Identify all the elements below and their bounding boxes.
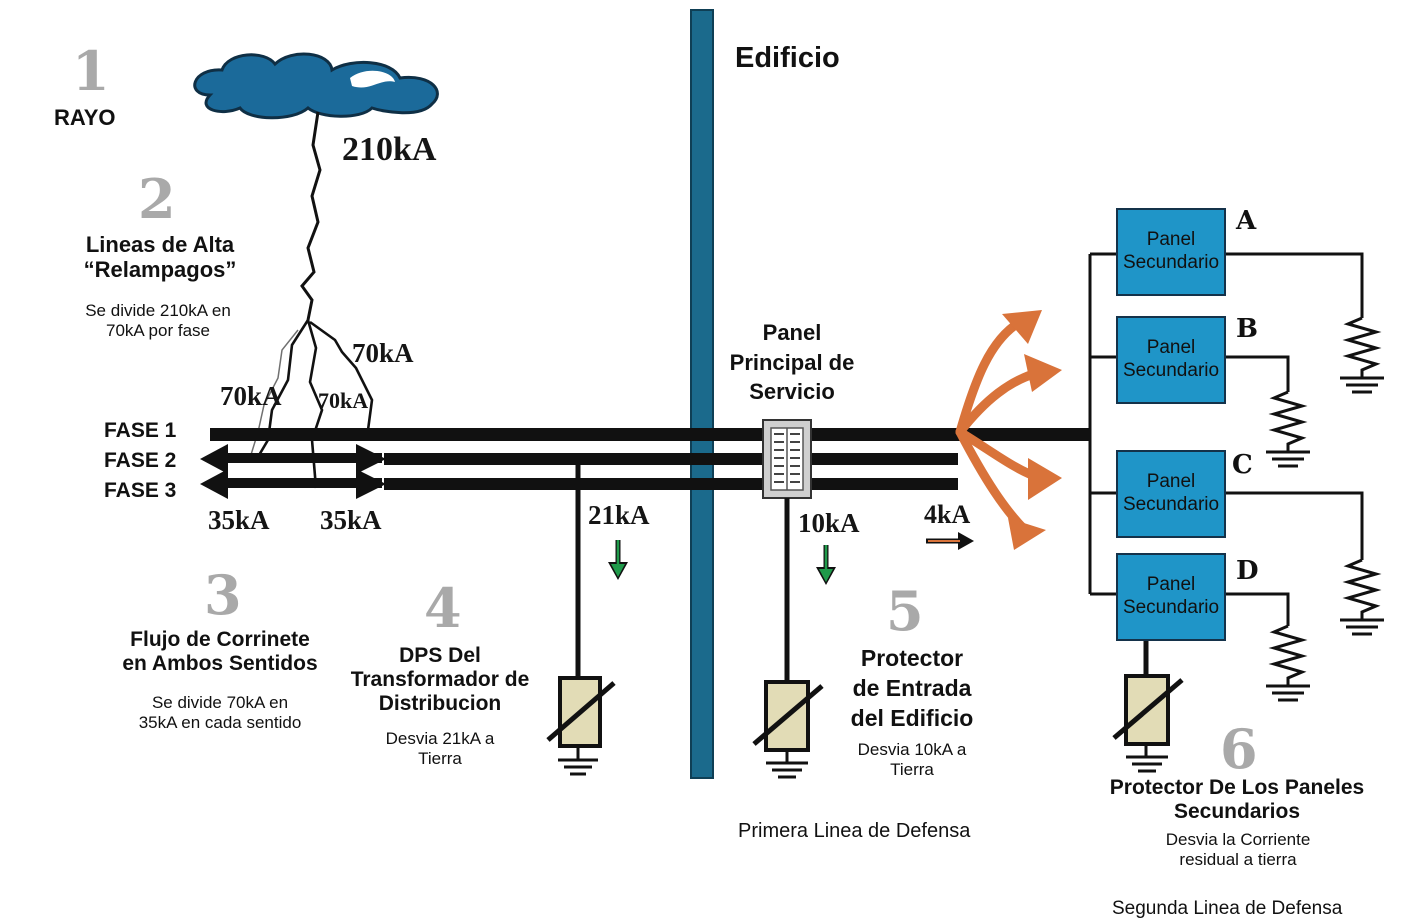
step-2-title: Lineas de Alta“Relampagos”	[83, 232, 237, 283]
step-number-3: 3	[204, 563, 242, 627]
phase-2-label: FASE 2	[104, 449, 177, 472]
lightning-bolt-main	[300, 111, 322, 321]
flow-right-arrow-2	[356, 469, 386, 499]
flow-left-arrow-2	[200, 469, 228, 499]
step-number-5: 5	[886, 579, 924, 643]
strike-current-b: 70kA	[220, 381, 282, 411]
second-defense-label: Segunda Linea de Defensa	[1112, 898, 1343, 919]
flow-left-arrow-1	[200, 444, 228, 474]
split-current-right: 35kA	[320, 505, 382, 535]
panel-letter-d: D	[1236, 556, 1259, 586]
strike-current-a: 70kA	[352, 338, 414, 368]
split-current-left: 35kA	[208, 505, 270, 535]
panel-letter-c: C	[1232, 450, 1253, 480]
residual-current-label: 4kA	[924, 500, 971, 529]
secondary-panel-arrester	[1112, 674, 1184, 773]
main-panel-ground-current: 10kA	[798, 508, 860, 538]
ground-resistor-d	[1224, 592, 1310, 702]
ground-resistor-a	[1224, 252, 1384, 394]
flow-right-arrow-1	[356, 444, 386, 474]
ground-arrow-21ka	[608, 540, 628, 580]
dps-transformer-arrester	[546, 676, 616, 776]
panel-letter-b: B	[1236, 314, 1258, 344]
ground-resistor-b	[1224, 355, 1310, 468]
building-label: Edificio	[735, 42, 840, 74]
phase-1-label: FASE 1	[104, 419, 177, 442]
phase-3-label: FASE 3	[104, 479, 177, 502]
lightning-bolt-branches	[253, 319, 374, 489]
main-service-panel-icon	[762, 419, 812, 499]
first-defense-label: Primera Linea de Defensa	[738, 820, 971, 842]
building-entry-arrester	[752, 680, 824, 779]
step-number-1: 1	[72, 39, 110, 103]
lightning-current-label: 210kA	[342, 131, 437, 168]
step-number-6: 6	[1220, 717, 1258, 781]
residual-current-arrow	[926, 532, 974, 550]
building-wall	[690, 9, 714, 779]
phase-1-line	[210, 428, 1090, 441]
phase-2-line	[384, 453, 958, 465]
step-number-2: 2	[138, 167, 176, 231]
ground-resistor-c	[1224, 491, 1384, 636]
panel-letter-a: A	[1236, 206, 1257, 236]
transformer-ground-current: 21kA	[588, 500, 650, 530]
strike-current-c: 70kA	[318, 388, 369, 413]
step-number-4: 4	[424, 576, 462, 640]
storm-cloud-icon	[193, 52, 439, 120]
step-1-title: RAYO	[54, 105, 116, 130]
ground-arrow-10ka	[816, 545, 836, 585]
phase-3-line	[384, 478, 958, 490]
